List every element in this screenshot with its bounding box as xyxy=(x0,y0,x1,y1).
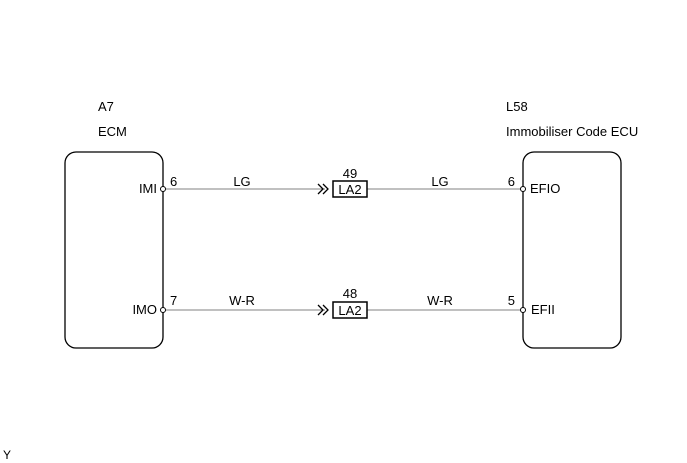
terminal-imo: IMO xyxy=(132,302,157,317)
connector-la2-label: LA2 xyxy=(338,182,361,197)
immobiliser-ecu-name: Immobiliser Code ECU xyxy=(506,124,638,139)
terminal-efii: EFII xyxy=(531,302,555,317)
pin-imo xyxy=(160,307,166,313)
immobiliser-ecu-component: L58 Immobiliser Code ECU xyxy=(506,99,638,349)
pin-efio xyxy=(520,186,526,192)
pin-number-efii: 5 xyxy=(508,293,515,308)
wire-color-lg-left: LG xyxy=(233,174,250,189)
wire-color-wr-left: W-R xyxy=(229,293,255,308)
connector-la2-box-2 xyxy=(332,301,368,319)
connector-chevron-outer xyxy=(317,183,324,195)
immobiliser-ecu-box xyxy=(522,151,622,349)
ecm-box xyxy=(64,151,164,349)
ecm-name: ECM xyxy=(98,124,127,139)
pin-number-imo: 7 xyxy=(170,293,177,308)
junction-pin-48: 48 xyxy=(343,286,357,301)
circuit-imi-efio: IMI 6 LG 49 LA2 LG 6 EFIO xyxy=(139,166,560,198)
pin-number-efio: 6 xyxy=(508,174,515,189)
wire-color-lg-right: LG xyxy=(431,174,448,189)
pin-number-imi: 6 xyxy=(170,174,177,189)
pin-imi xyxy=(160,186,166,192)
connector-la2-label-2: LA2 xyxy=(338,303,361,318)
immobiliser-ecu-code: L58 xyxy=(506,99,528,114)
connector-chevron-outer-2 xyxy=(317,304,324,316)
footer-code: Y xyxy=(3,448,11,462)
wire-color-wr-right: W-R xyxy=(427,293,453,308)
circuit-imo-efii: IMO 7 W-R 48 LA2 W-R 5 EFII xyxy=(132,286,555,319)
connector-la2-box xyxy=(332,180,368,198)
connector-chevron-inner xyxy=(322,183,329,195)
junction-pin-49: 49 xyxy=(343,166,357,181)
ecm-component: A7 ECM xyxy=(64,99,164,349)
terminal-imi: IMI xyxy=(139,181,157,196)
pin-efii xyxy=(520,307,526,313)
ecm-code: A7 xyxy=(98,99,114,114)
connector-chevron-inner-2 xyxy=(322,304,329,316)
terminal-efio: EFIO xyxy=(530,181,560,196)
